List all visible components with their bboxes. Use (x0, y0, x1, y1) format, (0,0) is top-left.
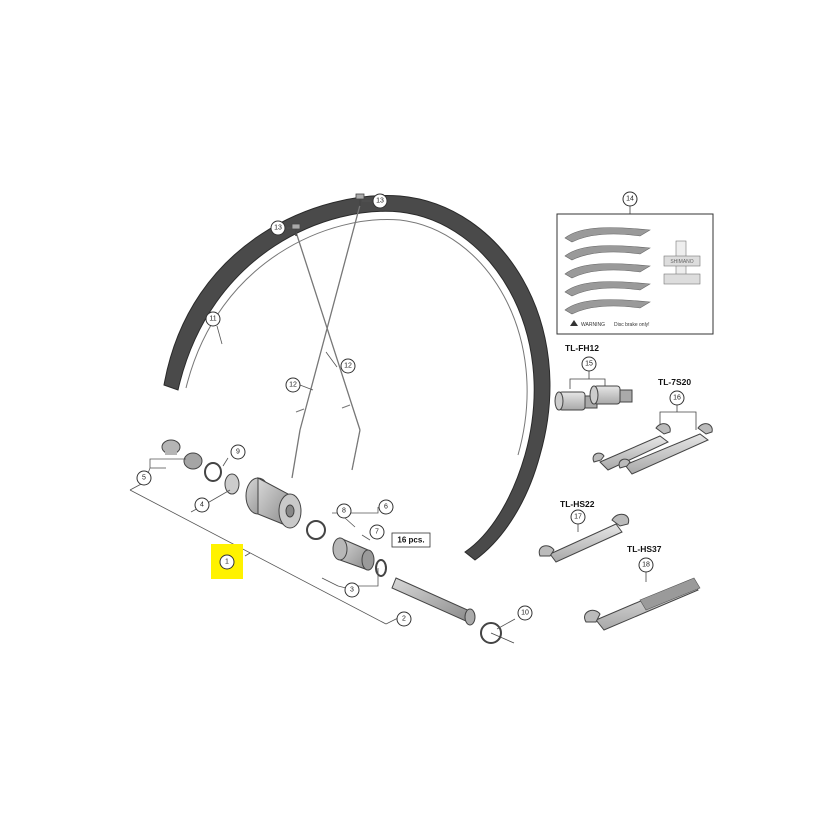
tool-label-hs37: TL-HS37 (627, 544, 662, 554)
tool-label-s20: TL-7S20 (658, 377, 691, 387)
svg-text:5: 5 (142, 475, 146, 482)
callout-7[interactable]: 7 (369, 524, 385, 540)
callout-18[interactable]: 18 (638, 557, 654, 573)
svg-text:2: 2 (402, 616, 406, 623)
svg-text:WARNING: WARNING (581, 322, 605, 328)
svg-text:4: 4 (200, 502, 204, 509)
callout-1[interactable]: 1 (219, 554, 235, 570)
svg-text:15: 15 (585, 361, 593, 368)
spacer-4 (224, 473, 240, 495)
callout-13-left[interactable]: 13 (270, 220, 286, 236)
freehub-body (332, 537, 375, 571)
tool-label-fh12: TL-FH12 (565, 343, 599, 353)
svg-text:18: 18 (642, 562, 650, 569)
svg-text:13: 13 (376, 198, 384, 205)
callout-2[interactable]: 2 (396, 611, 412, 627)
svg-text:Disc brake only!: Disc brake only! (614, 322, 650, 328)
svg-text:16 pcs.: 16 pcs. (397, 536, 424, 545)
callout-11[interactable]: 11 (205, 311, 221, 327)
svg-text:12: 12 (344, 363, 352, 370)
tool-label-hs22: TL-HS22 (560, 499, 595, 509)
callout-8[interactable]: 8 (336, 503, 352, 519)
assembly-lines (129, 200, 516, 630)
callout-15[interactable]: 15 (581, 356, 597, 372)
svg-text:10: 10 (521, 610, 529, 617)
callout-6[interactable]: 6 (378, 499, 394, 515)
end-cap-left (161, 439, 203, 470)
callout-9[interactable]: 9 (230, 444, 246, 460)
nipple-left (291, 223, 301, 236)
hub-body (245, 477, 302, 529)
svg-text:14: 14 (626, 196, 634, 203)
svg-text:12: 12 (289, 382, 297, 389)
spoke-qty-label: 16 pcs. (391, 532, 431, 548)
svg-text:1: 1 (225, 559, 229, 566)
callout-14[interactable]: 14 (622, 191, 638, 207)
svg-text:3: 3 (350, 587, 354, 594)
callout-4[interactable]: 4 (194, 497, 210, 513)
o-ring-9 (204, 462, 222, 482)
tool-7s20 (592, 405, 713, 475)
o-ring-10 (480, 622, 515, 644)
svg-text:11: 11 (209, 316, 216, 323)
svg-text:16: 16 (673, 395, 681, 402)
tool-fh12 (554, 371, 633, 411)
spokes (291, 204, 361, 479)
svg-text:8: 8 (342, 508, 346, 515)
svg-text:9: 9 (236, 449, 240, 456)
svg-text:7: 7 (375, 529, 379, 536)
nipple-right (355, 193, 365, 206)
svg-text:6: 6 (384, 504, 388, 511)
callout-12-right[interactable]: 12 (340, 358, 356, 374)
washer-7 (375, 559, 387, 577)
callout-16[interactable]: 16 (669, 390, 685, 406)
tool-hs37 (584, 572, 701, 631)
callout-17[interactable]: 17 (570, 509, 586, 525)
callout-3[interactable]: 3 (344, 582, 360, 598)
svg-text:13: 13 (274, 225, 282, 232)
svg-text:17: 17 (574, 514, 582, 521)
decal-sheet: SHIMANO WARNING Disc brake only! (556, 206, 714, 335)
o-ring-8 (306, 520, 326, 540)
callout-10[interactable]: 10 (517, 605, 533, 621)
tool-hs22 (538, 513, 630, 563)
callout-5[interactable]: 5 (136, 470, 152, 486)
callout-13-right[interactable]: 13 (372, 193, 388, 209)
axle (391, 577, 476, 626)
rim (163, 195, 551, 561)
callout-12-left[interactable]: 12 (285, 377, 301, 393)
svg-text:SHIMANO: SHIMANO (670, 259, 693, 265)
